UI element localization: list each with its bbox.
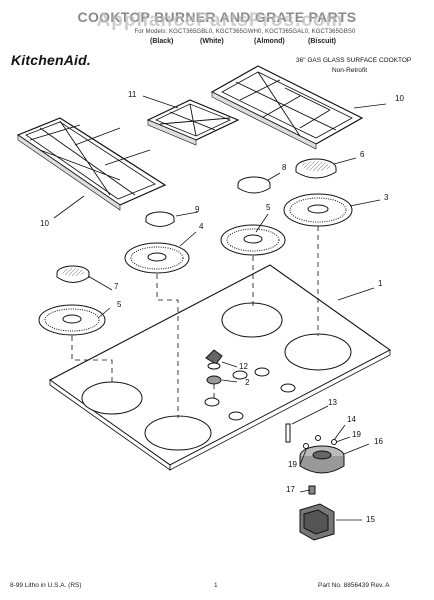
brand-logo: KitchenAid. <box>11 52 91 68</box>
callout-15: 15 <box>366 515 375 524</box>
control-knob <box>205 349 223 370</box>
valve-assembly <box>299 435 345 474</box>
callout-10-right: 10 <box>395 94 404 103</box>
electrode <box>285 423 291 443</box>
cooktop-glass <box>48 264 392 471</box>
callout-16: 16 <box>374 437 383 446</box>
left-grate <box>16 117 167 211</box>
callout-19-left: 19 <box>288 460 297 469</box>
leader-lines <box>53 95 387 521</box>
burner-head-middle <box>124 242 190 274</box>
callout-19-right: 19 <box>352 430 361 439</box>
burner-head-center <box>220 224 286 256</box>
footer-page-number: 1 <box>214 582 218 589</box>
footer-part-number: Part No. 8856439 Rev. A <box>318 582 390 589</box>
callout-6: 6 <box>360 150 365 159</box>
model-list: For Models: KGCT365GBL0, KGCT365GWH0, KG… <box>134 29 356 35</box>
footer-print-info: 8-99 Litho in U.S.A. (RS) <box>10 582 82 589</box>
callout-5-left: 5 <box>117 300 122 309</box>
callout-3: 3 <box>384 193 389 202</box>
callout-4: 4 <box>199 222 204 231</box>
callout-9: 9 <box>195 205 200 214</box>
product-note: Non-Retrofit <box>332 67 368 74</box>
color-black: (Black) <box>150 38 174 45</box>
knob-bezel <box>206 375 222 385</box>
callout-2: 2 <box>245 378 250 387</box>
cap-large <box>295 158 337 179</box>
product-name: 36" GAS GLASS SURFACE COOKTOP <box>296 57 412 64</box>
callout-11: 11 <box>128 90 137 99</box>
callout-1: 1 <box>378 279 383 288</box>
color-white: (White) <box>200 38 224 45</box>
callout-17: 17 <box>286 485 295 494</box>
callout-12: 12 <box>239 362 248 371</box>
right-grate <box>210 65 364 150</box>
assembly-lines <box>71 226 319 418</box>
callout-5-center: 5 <box>266 203 271 212</box>
mounting-bracket <box>299 503 335 541</box>
callout-8: 8 <box>282 163 287 172</box>
cap-medium <box>237 176 271 194</box>
burner-head-right <box>283 193 353 227</box>
callout-10-left: 10 <box>40 219 49 228</box>
cap-left <box>56 265 90 283</box>
watermark-text: AppliancePartsPros.com <box>96 10 344 31</box>
burner-head-left <box>38 304 106 336</box>
cap-small <box>145 211 175 227</box>
page-title: COOKTOP BURNER AND GRATE PARTS <box>77 9 357 25</box>
callout-14: 14 <box>347 415 356 424</box>
center-grate <box>146 99 240 146</box>
callout-13: 13 <box>328 398 337 407</box>
callout-7: 7 <box>114 282 119 291</box>
color-almond: (Almond) <box>254 38 285 45</box>
color-biscuit: (Biscuit) <box>308 38 336 45</box>
